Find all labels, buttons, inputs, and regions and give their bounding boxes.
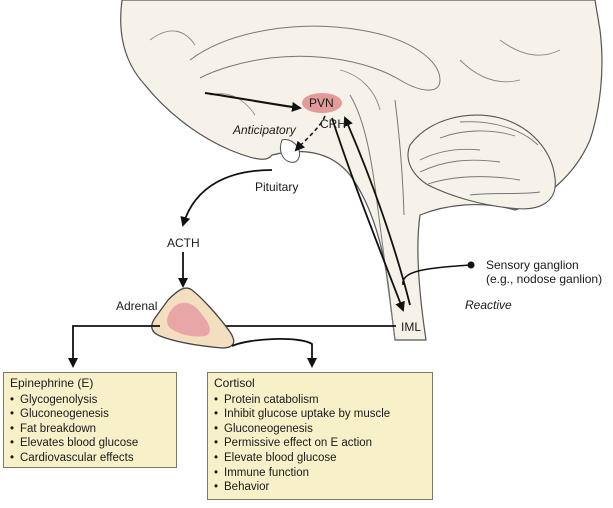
corpus-callosum [189, 25, 441, 91]
pituitary-label: Pituitary [255, 180, 299, 194]
list-item: Glycogenolysis [10, 393, 170, 408]
cerebellum [407, 114, 556, 210]
crh-label: CRH [320, 117, 346, 131]
sensory-ganglion-dot [467, 261, 475, 269]
sensory-ganglion-line [402, 264, 471, 286]
list-item: Elevates blood glucose [10, 436, 170, 451]
anticipatory-label: Anticipatory [233, 123, 296, 137]
list-item: Fat breakdown [10, 422, 170, 437]
adrenal-medulla [167, 302, 210, 337]
pvn-label: PVN [309, 96, 334, 110]
list-item: Immune function [214, 466, 426, 481]
list-item: Elevate blood glucose [214, 451, 426, 466]
brainstem [349, 94, 405, 341]
adrenal-label: Adrenal [116, 299, 158, 313]
cortisol-title: Cortisol [214, 376, 255, 390]
pvn-to-iml-arrow [331, 117, 405, 312]
cortisol-box: Cortisol Protein catabolism Inhibit gluc… [207, 372, 433, 500]
pvn-nucleus [302, 93, 342, 113]
sensory-ganglion-label: Sensory ganglion [486, 258, 579, 272]
anticipatory-arrow [204, 92, 302, 112]
epinephrine-box: Epinephrine (E) Glycogenolysis Gluconeog… [3, 372, 177, 468]
reactive-label: Reactive [465, 298, 512, 312]
epinephrine-branch-arrow [68, 325, 160, 368]
cerebellum-folia [419, 121, 541, 196]
list-item: Inhibit glucose uptake by muscle [214, 407, 426, 422]
list-item: Cardiovascular effects [10, 451, 170, 466]
iml-to-pvn-arrow [343, 116, 411, 306]
sensory-ganglion-example-label: (e.g., nodose ganlion) [486, 272, 603, 286]
epinephrine-title: Epinephrine (E) [10, 376, 94, 390]
list-item: Permissive effect on E action [214, 436, 426, 451]
list-item: Protein catabolism [214, 393, 426, 408]
crh-dashed-arrow [294, 115, 326, 152]
pituitary-to-acth-arrow [180, 169, 273, 227]
list-item: Gluconeogenesis [10, 407, 170, 422]
cortisol-list: Protein catabolism Inhibit glucose uptak… [214, 393, 426, 495]
epinephrine-list: Glycogenolysis Gluconeogenesis Fat break… [10, 393, 170, 466]
cortisol-branch-arrow [231, 338, 317, 368]
list-item: Behavior [214, 480, 426, 495]
iml-label: IML [401, 320, 422, 334]
list-item: Gluconeogenesis [214, 422, 426, 437]
acth-label: ACTH [167, 236, 200, 250]
